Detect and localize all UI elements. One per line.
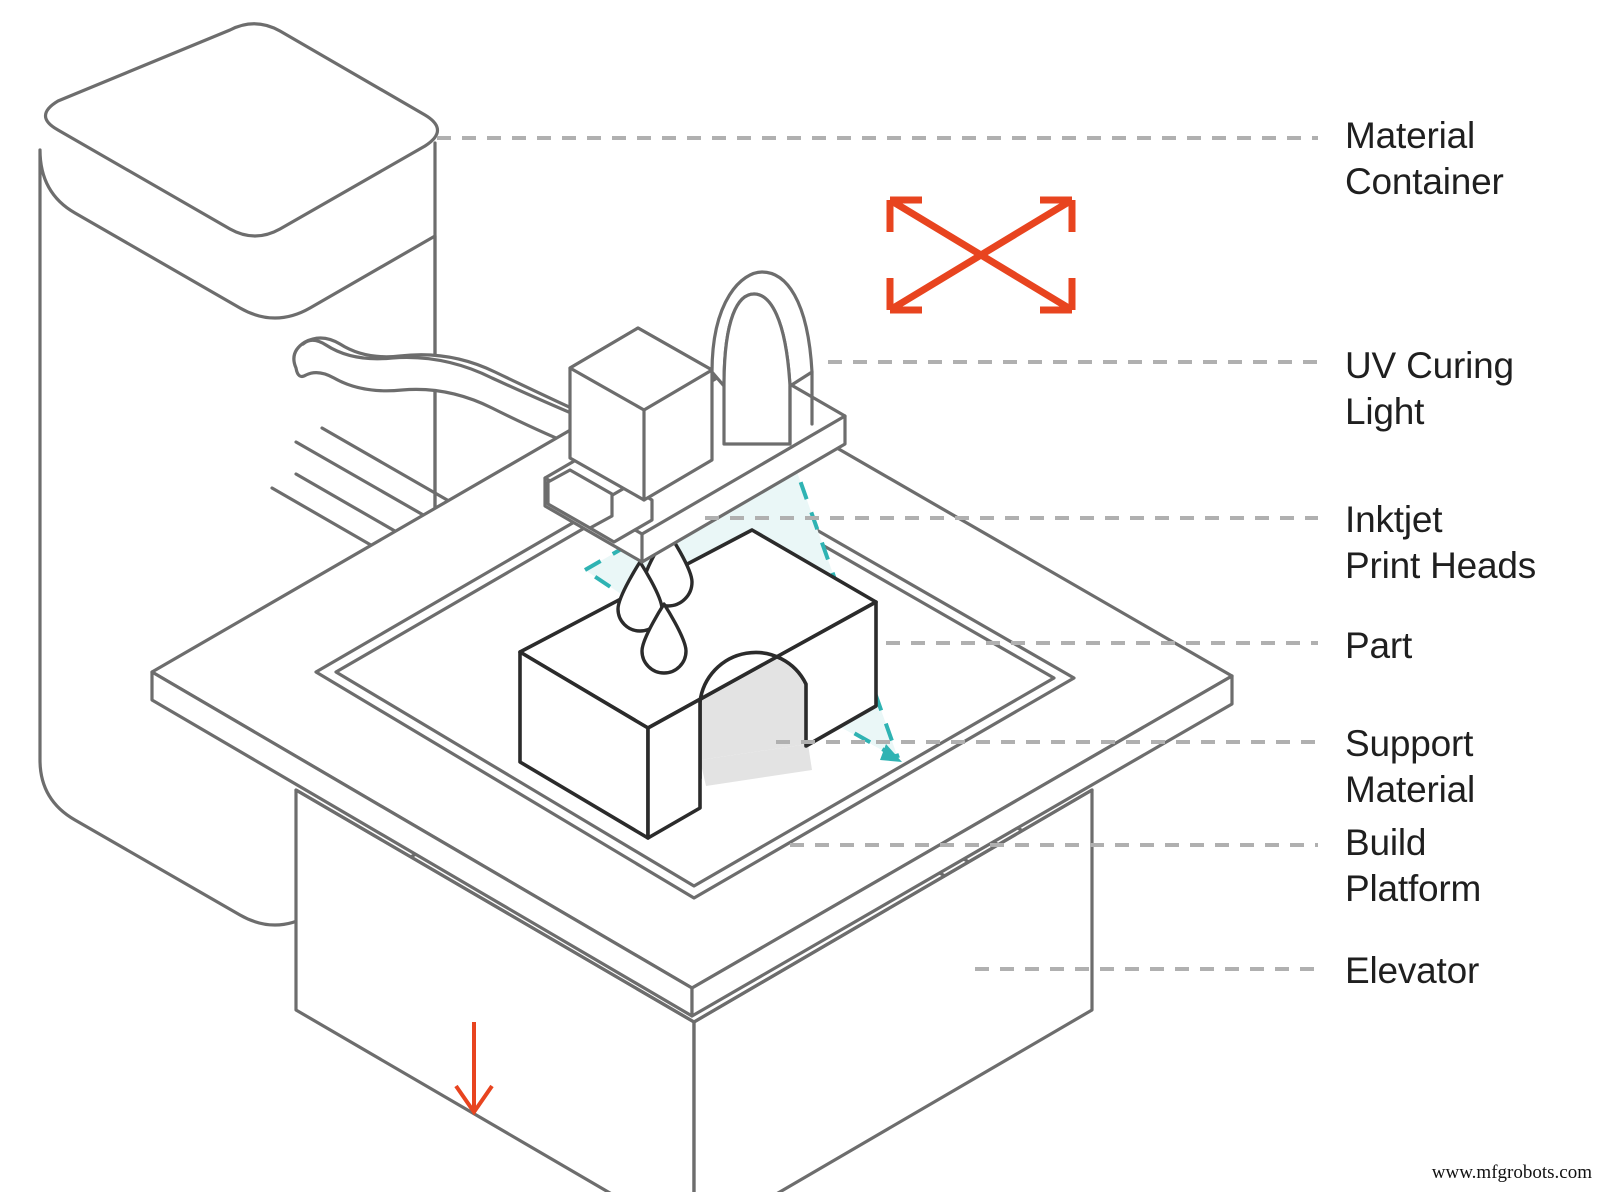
label-line: Material (1345, 115, 1475, 156)
material-droplets (616, 530, 694, 675)
label-line: Container (1345, 161, 1504, 202)
leader-lines (437, 136, 1318, 971)
label-line: Light (1345, 391, 1425, 432)
carriage-assembly (543, 270, 847, 564)
callout-labels: Material Container UV Curing Light Inktj… (1345, 115, 1536, 991)
label-line: Platform (1345, 868, 1481, 909)
label-build-platform: Build Platform (1345, 822, 1481, 909)
label-line: Support (1345, 723, 1474, 764)
label-line: Part (1345, 625, 1413, 666)
label-line: Print Heads (1345, 545, 1536, 586)
label-inktjet-print-heads: Inktjet Print Heads (1345, 499, 1536, 586)
label-line: UV Curing (1345, 345, 1514, 386)
droplet-2 (616, 560, 664, 633)
label-support-material: Support Material (1345, 723, 1483, 810)
label-line: Build (1345, 822, 1426, 863)
label-part: Part (1345, 625, 1413, 666)
elevator-down-motion (454, 1022, 494, 1116)
label-line: Material (1345, 769, 1475, 810)
elevator-base (294, 788, 1094, 1197)
label-material-container: Material Container (1345, 115, 1504, 202)
label-elevator: Elevator (1345, 950, 1479, 991)
label-uv-curing-light: UV Curing Light (1345, 345, 1524, 432)
watermark: www.mfgrobots.com (1432, 1162, 1592, 1183)
label-line: Elevator (1345, 950, 1479, 991)
droplet-3 (640, 602, 688, 675)
printed-part (518, 528, 878, 840)
carriage-xy-motion (886, 196, 1076, 314)
uv-beam-tip (880, 744, 902, 762)
label-line: Inktjet (1345, 499, 1443, 540)
